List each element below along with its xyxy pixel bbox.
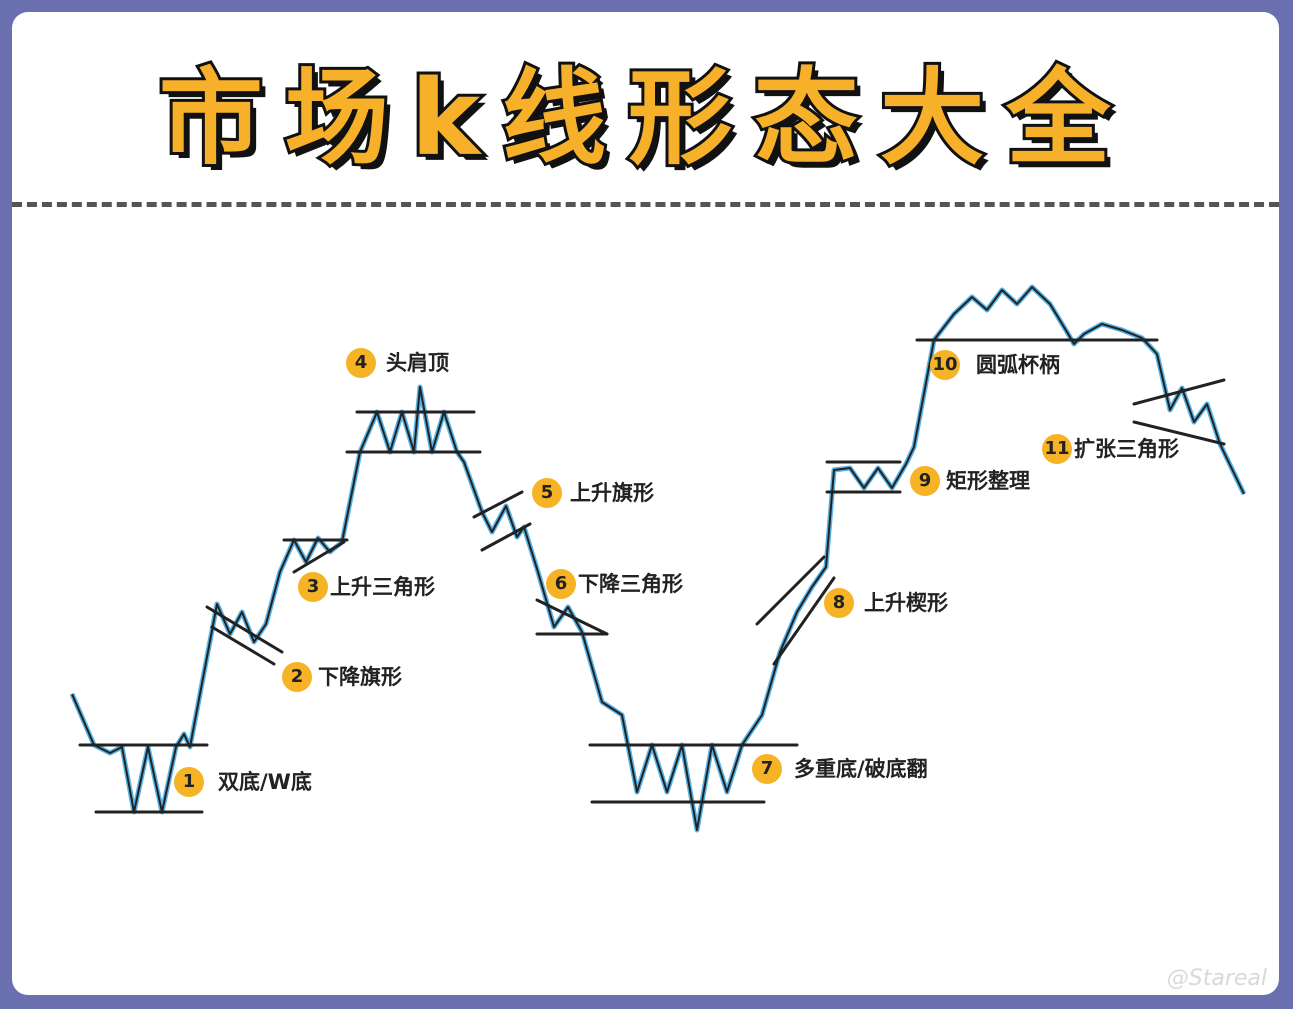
pattern-badge-1: 1 xyxy=(174,767,204,797)
watermark: @Stareal xyxy=(1166,966,1267,991)
pattern-badge-5: 5 xyxy=(532,478,562,508)
pattern-badge-7: 7 xyxy=(752,754,782,784)
asc-triangle-base xyxy=(292,540,346,574)
rising-wedge-lower xyxy=(772,576,836,666)
page-title: 市场k线形态大全 xyxy=(156,57,1133,179)
pattern-label-1: 双底/W底 xyxy=(218,770,312,794)
pattern-label-9: 矩形整理 xyxy=(946,469,1030,493)
broadening-lower xyxy=(1132,420,1226,446)
pattern-label-6: 下降三角形 xyxy=(578,572,683,596)
pattern-badge-2: 2 xyxy=(282,662,312,692)
bear-flag-upper xyxy=(205,605,284,654)
pattern-badge-6: 6 xyxy=(546,569,576,599)
pattern-label-3: 上升三角形 xyxy=(330,575,435,599)
pattern-label-10: 圆弧杯柄 xyxy=(976,353,1060,377)
pattern-badge-8: 8 xyxy=(824,588,854,618)
bull-flag-upper xyxy=(472,490,524,519)
pattern-label-5: 上升旗形 xyxy=(570,481,654,505)
pattern-label-7: 多重底/破底翻 xyxy=(794,757,928,781)
desc-triangle-top xyxy=(535,598,609,636)
pattern-label-11: 扩张三角形 xyxy=(1074,437,1179,461)
diagram-frame: 市场k线形态大全 xyxy=(12,12,1279,995)
pattern-badge-9: 9 xyxy=(910,466,940,496)
price-path-diagram xyxy=(69,284,1247,833)
pattern-label-8: 上升楔形 xyxy=(864,591,948,615)
bear-flag-lower xyxy=(210,625,276,666)
dashed-divider xyxy=(12,202,1279,207)
rising-wedge-upper xyxy=(755,555,826,626)
pattern-badge-10: 10 xyxy=(930,350,960,380)
price-path-line xyxy=(71,286,1245,831)
broadening-upper xyxy=(1132,378,1226,406)
pattern-label-4: 头肩顶 xyxy=(386,351,449,375)
pattern-badge-3: 3 xyxy=(298,572,328,602)
pattern-badge-4: 4 xyxy=(346,348,376,378)
pattern-label-2: 下降旗形 xyxy=(318,665,402,689)
bull-flag-lower xyxy=(480,522,532,552)
pattern-badge-11: 11 xyxy=(1042,434,1072,464)
price-path-highlight xyxy=(69,284,1247,833)
